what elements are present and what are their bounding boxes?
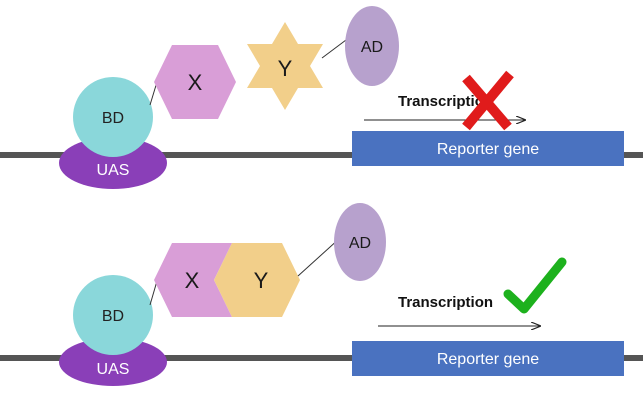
bd-label: BD <box>102 308 124 325</box>
reporter-gene-box <box>352 131 624 166</box>
protein-x <box>154 243 232 317</box>
uas-label: UAS <box>97 361 130 378</box>
y-ad-linker <box>321 39 347 59</box>
y-label: Y <box>254 268 269 293</box>
reporter-gene-label: Reporter gene <box>437 141 539 158</box>
bd-x-linker <box>149 280 158 306</box>
ad-label: AD <box>349 235 371 252</box>
reporter-gene-label: Reporter gene <box>437 351 539 368</box>
protein-x <box>154 45 236 119</box>
bd-label: BD <box>102 110 124 127</box>
y-label: Y <box>278 56 293 81</box>
ad-domain <box>334 203 386 281</box>
reporter-gene-box <box>352 341 624 376</box>
red-x-icon <box>462 70 514 131</box>
uas-label: UAS <box>97 162 130 179</box>
protein-y <box>214 243 300 317</box>
transcription-label: Transcription <box>398 93 493 110</box>
bd-domain <box>73 275 153 355</box>
top-panel: UAS BD X Y AD Transcription Reporter gen… <box>0 6 643 189</box>
y-ad-linker <box>297 237 341 277</box>
x-label: X <box>185 268 200 293</box>
bottom-panel: UAS BD X Y AD Transcription Reporter gen… <box>0 203 643 386</box>
protein-y <box>247 22 323 110</box>
bd-x-linker <box>149 81 158 106</box>
green-check-icon <box>503 257 567 314</box>
uas-element <box>59 338 167 386</box>
bd-domain <box>73 77 153 157</box>
ad-label: AD <box>361 39 383 56</box>
uas-element <box>59 137 167 189</box>
x-label: X <box>188 70 203 95</box>
transcription-label: Transcription <box>398 294 493 311</box>
ad-domain <box>345 6 399 86</box>
